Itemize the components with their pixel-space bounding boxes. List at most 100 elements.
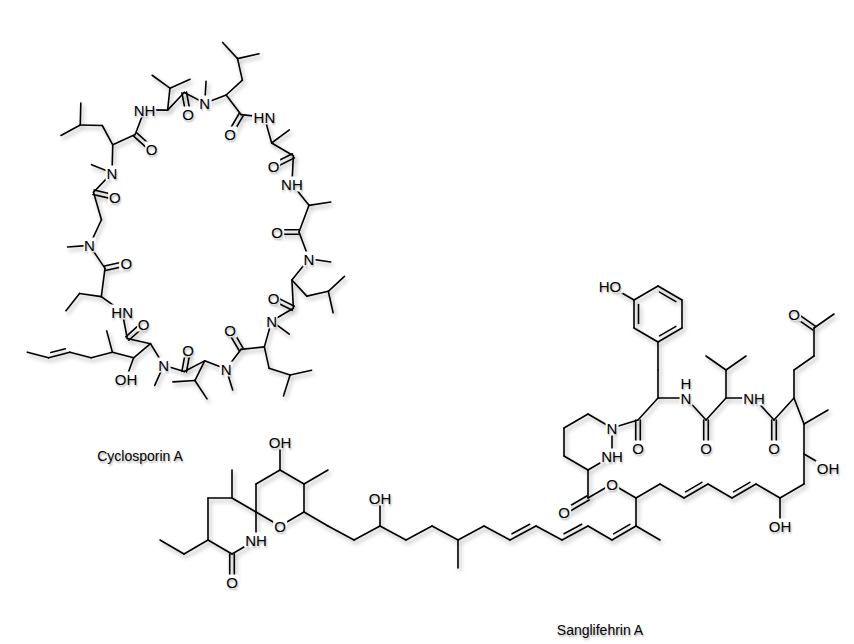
- atom-anchor: OH: [768, 519, 793, 534]
- atom-label: OH: [114, 371, 139, 386]
- bond-line: [226, 95, 241, 115]
- atom-label: O: [120, 256, 134, 271]
- atom-label: NH: [280, 177, 304, 192]
- bond-line: [564, 414, 588, 428]
- atom-anchor: HN: [253, 110, 277, 125]
- atom-anchor: O: [273, 519, 287, 534]
- atom-label: O: [605, 477, 619, 492]
- bond-line: [309, 202, 331, 205]
- bond-line: [232, 498, 256, 512]
- atom-anchor: O: [270, 225, 284, 240]
- atom-label: O: [108, 190, 122, 205]
- bond-line: [657, 342, 659, 370]
- atom-label: N: [680, 391, 693, 406]
- bond-line: [299, 205, 309, 232]
- atom-label: O: [273, 519, 287, 534]
- bond-line: [195, 381, 207, 399]
- atom-label: NH: [600, 449, 624, 464]
- atom-label: OH: [268, 435, 293, 450]
- bond-line: [484, 526, 510, 540]
- bond-line: [681, 300, 683, 328]
- bond-line: [512, 524, 530, 534]
- atom-label: N: [220, 362, 233, 377]
- bond-line: [238, 54, 259, 59]
- atom-label: N: [157, 358, 170, 373]
- atom-anchor: OH: [268, 435, 293, 450]
- caption-anchor: Sanglifehrin A: [557, 622, 643, 638]
- bond-line: [328, 276, 344, 291]
- bond-line: [660, 326, 676, 336]
- bond-line: [303, 484, 305, 512]
- atom-anchor: O: [557, 505, 571, 520]
- bond-line: [134, 344, 151, 358]
- bond-line: [813, 328, 815, 356]
- atom-anchor: N: [680, 391, 693, 406]
- bond-line: [173, 381, 195, 382]
- atom-anchor: O: [145, 142, 159, 157]
- molecule-name: Sanglifehrin A: [557, 622, 643, 638]
- atom-anchor: O: [137, 316, 151, 331]
- atom-anchor: NH: [133, 102, 157, 117]
- bond-line: [406, 526, 432, 540]
- bond-line: [706, 398, 726, 420]
- bond-line: [563, 428, 565, 456]
- atom-label: O: [137, 316, 151, 331]
- bond-line: [328, 291, 333, 312]
- atom-label: O: [631, 441, 645, 456]
- bond-line: [304, 512, 328, 526]
- bond-line: [107, 331, 113, 352]
- atom-label: O: [181, 342, 195, 357]
- atom-anchor: N: [606, 421, 619, 436]
- bond-line: [636, 526, 660, 540]
- atom-anchor: O: [267, 158, 281, 173]
- atom-label: NH: [133, 102, 157, 117]
- bond-line: [283, 375, 290, 396]
- bond-line: [61, 125, 80, 136]
- atom-anchor: O: [223, 126, 237, 141]
- bond-line: [168, 88, 170, 110]
- atom-anchor: O: [787, 307, 801, 322]
- bond-line: [458, 526, 484, 540]
- bond-line: [734, 482, 750, 492]
- bond-line: [706, 356, 726, 370]
- bond-line: [725, 370, 727, 398]
- bond-line: [208, 497, 232, 499]
- atom-anchor: OH: [816, 461, 841, 476]
- atom-anchor: N: [157, 358, 170, 373]
- atom-label: OH: [768, 519, 793, 534]
- bond-line: [241, 347, 264, 349]
- bond-line: [272, 130, 290, 143]
- bond-line: [27, 352, 48, 358]
- atom-label: O: [267, 291, 281, 306]
- atom-label: O: [787, 307, 801, 322]
- bond-line: [272, 143, 294, 156]
- bond-line: [255, 484, 257, 512]
- atom-anchor: O: [267, 291, 281, 306]
- atom-label: NH: [742, 391, 766, 406]
- bond-line: [113, 134, 135, 144]
- bond-line: [660, 484, 684, 498]
- atom-anchor: HO: [598, 279, 623, 294]
- atom-label: N: [303, 251, 316, 266]
- bond-line: [564, 456, 588, 470]
- atom-label: O: [767, 441, 781, 456]
- atom-label: N: [198, 96, 211, 111]
- bond-line: [803, 424, 805, 454]
- bond-line: [354, 526, 380, 540]
- bond-line: [304, 470, 328, 484]
- atom-label: O: [557, 505, 571, 520]
- bond-line: [638, 304, 640, 323]
- atom-label: O: [145, 142, 159, 157]
- bond-line: [587, 470, 589, 498]
- bond-line: [292, 280, 307, 296]
- bond-line: [66, 293, 80, 310]
- bond-line: [101, 268, 105, 296]
- atom-anchor: N: [220, 362, 233, 377]
- molecule-name: Cyclosporin A: [97, 448, 183, 464]
- bond-line: [657, 370, 659, 398]
- atom-anchor: HN: [110, 304, 134, 319]
- bond-line: [79, 103, 81, 125]
- atom-anchor: NH: [280, 177, 304, 192]
